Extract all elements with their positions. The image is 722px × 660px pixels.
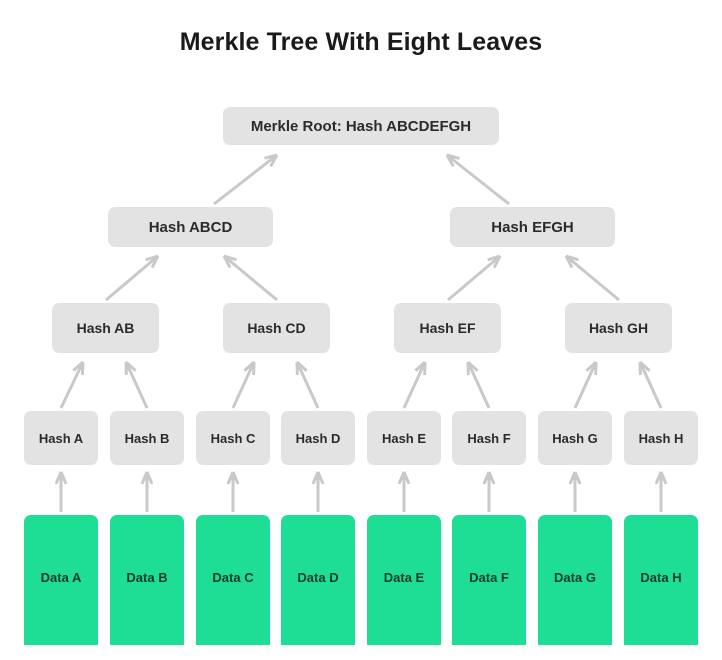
hash-node-level3-3[interactable]: Hash GH	[565, 303, 672, 353]
hash-leaf-node-0[interactable]: Hash A	[24, 411, 98, 465]
data-block-label: Data F	[469, 570, 509, 585]
hash-leaf-node-5[interactable]: Hash F	[452, 411, 526, 465]
arrow-data-a-to-hash-a	[54, 471, 68, 512]
arrow-hash-e-to-hash-ef	[402, 360, 427, 409]
arrow-data-c-to-hash-c	[226, 471, 240, 512]
arrow-data-h-to-hash-h	[654, 471, 668, 512]
data-block-3[interactable]: Data D	[281, 515, 355, 645]
hash-node-level3-0[interactable]: Hash AB	[52, 303, 159, 353]
data-block-1[interactable]: Data B	[110, 515, 184, 645]
arrow-hash-abcd-to-root	[213, 153, 279, 206]
hash-leaf-node-2[interactable]: Hash C	[196, 411, 270, 465]
arrow-hash-ef-to-hash-efgh	[447, 254, 502, 302]
data-block-4[interactable]: Data E	[367, 515, 441, 645]
arrow-data-b-to-hash-b	[140, 471, 154, 512]
hash-leaf-node-4[interactable]: Hash E	[367, 411, 441, 465]
arrow-hash-efgh-to-root	[445, 153, 510, 206]
hash-leaf-node-7[interactable]: Hash H	[624, 411, 698, 465]
arrow-hash-d-to-hash-cd	[295, 360, 320, 409]
arrow-hash-b-to-hash-ab	[124, 360, 149, 409]
arrow-hash-gh-to-hash-efgh	[564, 254, 620, 302]
arrow-hash-h-to-hash-gh	[638, 360, 663, 409]
hash-node-level2-1[interactable]: Hash EFGH	[450, 207, 615, 247]
hash-node-level3-2[interactable]: Hash EF	[394, 303, 501, 353]
node-label: Hash F	[467, 430, 511, 446]
node-label: Hash AB	[76, 320, 135, 336]
data-block-label: Data E	[383, 570, 425, 585]
node-label: Hash E	[381, 430, 427, 446]
arrow-hash-cd-to-hash-abcd	[222, 254, 278, 302]
data-block-2[interactable]: Data C	[196, 515, 270, 645]
node-label: Hash EF	[419, 320, 476, 336]
node-label: Hash G	[552, 430, 598, 446]
node-label: Hash GH	[588, 320, 649, 336]
data-block-label: Data G	[554, 570, 596, 585]
hash-node-level2-0[interactable]: Hash ABCD	[108, 207, 273, 247]
data-block-label: Data D	[297, 570, 339, 585]
arrow-data-d-to-hash-d	[311, 471, 325, 512]
node-label: Hash EFGH	[491, 218, 574, 236]
hash-leaf-node-1[interactable]: Hash B	[110, 411, 184, 465]
data-block-label: Data A	[40, 570, 82, 585]
data-block-label: Data B	[126, 570, 168, 585]
hash-node-level3-1[interactable]: Hash CD	[223, 303, 330, 353]
hash-leaf-node-6[interactable]: Hash G	[538, 411, 612, 465]
node-label: Hash H	[638, 430, 684, 446]
arrow-data-f-to-hash-f	[482, 471, 496, 512]
node-label: Hash D	[295, 430, 341, 446]
arrow-hash-f-to-hash-ef	[466, 360, 491, 409]
data-block-6[interactable]: Data G	[538, 515, 612, 645]
hash-leaf-node-3[interactable]: Hash D	[281, 411, 355, 465]
node-label: Hash A	[38, 430, 84, 446]
arrow-hash-c-to-hash-cd	[231, 360, 256, 409]
data-block-label: Data H	[640, 570, 682, 585]
data-block-7[interactable]: Data H	[624, 515, 698, 645]
merkle-root-node[interactable]: Merkle Root: Hash ABCDEFGH	[223, 107, 499, 145]
arrow-data-g-to-hash-g	[568, 471, 582, 512]
node-label: Merkle Root: Hash ABCDEFGH	[250, 117, 472, 135]
node-label: Hash C	[210, 430, 256, 446]
arrow-hash-a-to-hash-ab	[59, 360, 85, 409]
node-label: Hash CD	[247, 320, 306, 336]
arrow-hash-g-to-hash-gh	[573, 360, 598, 409]
arrow-hash-ab-to-hash-abcd	[105, 254, 160, 302]
data-block-5[interactable]: Data F	[452, 515, 526, 645]
data-block-0[interactable]: Data A	[24, 515, 98, 645]
page-title: Merkle Tree With Eight Leaves	[179, 28, 543, 56]
node-label: Hash ABCD	[148, 218, 233, 236]
arrow-data-e-to-hash-e	[397, 471, 411, 512]
data-block-label: Data C	[212, 570, 254, 585]
node-label: Hash B	[124, 430, 170, 446]
